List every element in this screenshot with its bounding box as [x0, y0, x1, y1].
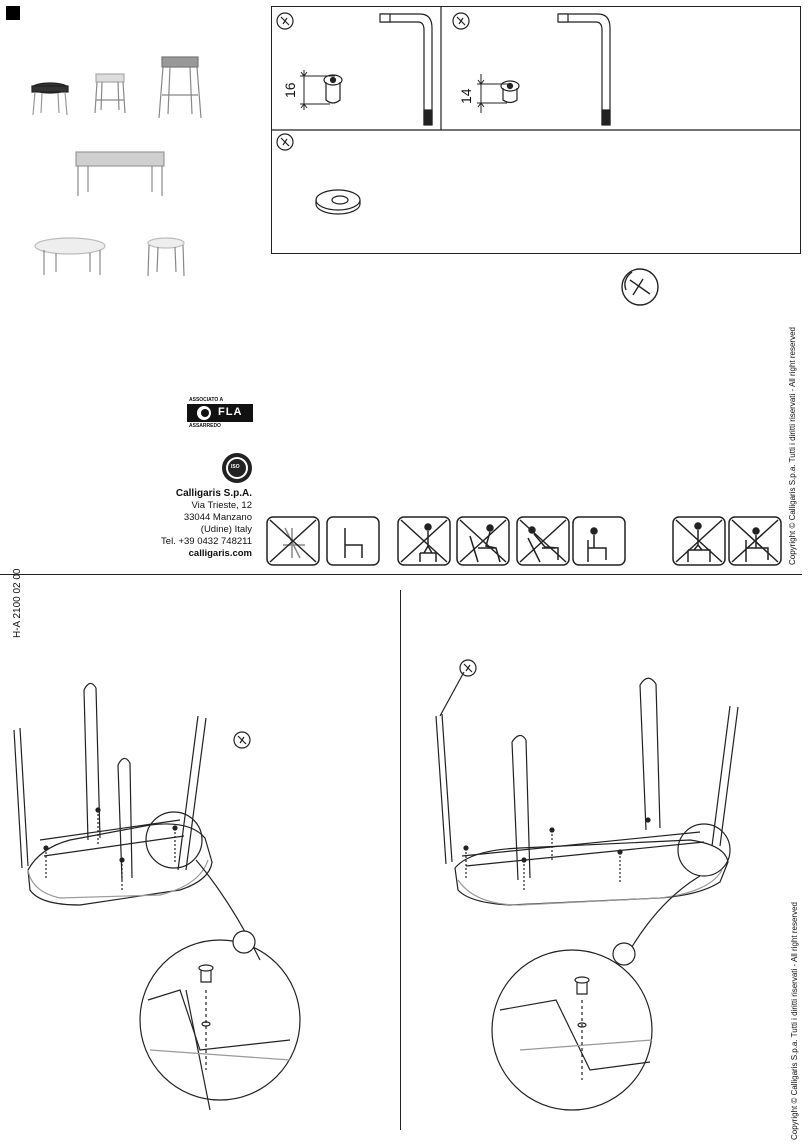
- company-name: Calligaris S.p.A.: [175, 488, 252, 499]
- round-table-image: [34, 237, 106, 275]
- stool-mid-image: [94, 73, 126, 114]
- company-info: Calligaris S.p.A. Via Trieste, 12 33044 …: [161, 488, 252, 560]
- screw-long-dimension-label: 16: [282, 82, 298, 98]
- no-tilt-icon: [266, 516, 320, 566]
- no-rocking-icon: [456, 516, 510, 566]
- parts-box: [271, 6, 801, 254]
- no-standing-icon: [397, 516, 451, 566]
- stool-tall-image: [158, 56, 202, 119]
- allen-key-step-icon: [621, 268, 659, 306]
- copyright-bottom: Copyright © Calligaris S.p.a. Tutti i di…: [790, 902, 799, 1140]
- bench-image: [75, 151, 165, 196]
- product-thumbnails: [31, 56, 202, 277]
- side-stool-image: [147, 237, 185, 277]
- no-leaning-back-icon: [516, 516, 570, 566]
- company-address-line2: 33044 Manzano: [183, 512, 252, 523]
- screw-callout-icon: [198, 964, 214, 1070]
- assembly-drawing-bench: [435, 659, 739, 1111]
- document-code: H-A 2100 02 00: [12, 568, 23, 639]
- correct-sitting-icon: [572, 516, 626, 566]
- no-sitting-on-edge-icon: [728, 516, 782, 566]
- association-logo-text: FLA: [218, 406, 243, 418]
- no-standing-on-seat-icon: [672, 516, 726, 566]
- corner-mark: [6, 6, 20, 20]
- company-website: calligaris.com: [188, 548, 252, 559]
- section-divider-vertical: [400, 590, 401, 1130]
- company-address-line3: (Udine) Italy: [200, 524, 252, 535]
- stool-low-dark-image: [31, 82, 69, 116]
- association-sub: ASSARREDO: [189, 423, 221, 429]
- company-address-line1: Via Trieste, 12: [191, 500, 252, 511]
- allen-key-icon: [459, 659, 477, 677]
- assembly-drawing-stool: [13, 682, 301, 1111]
- correct-chair-icon: [326, 516, 380, 566]
- allen-key-icon: [233, 731, 251, 749]
- usage-warning-pictograms: [266, 516, 782, 566]
- company-phone: Tel. +39 0432 748211: [161, 536, 252, 547]
- association-label: ASSOCIATO A: [189, 397, 224, 403]
- iso-label: ISO: [231, 464, 240, 470]
- screw-callout-icon: [574, 976, 590, 1080]
- section-divider-horizontal: [0, 574, 802, 575]
- screw-short-dimension-label: 14: [458, 88, 474, 104]
- copyright-top: Copyright © Calligaris S.p.a. Tutti i di…: [788, 327, 797, 565]
